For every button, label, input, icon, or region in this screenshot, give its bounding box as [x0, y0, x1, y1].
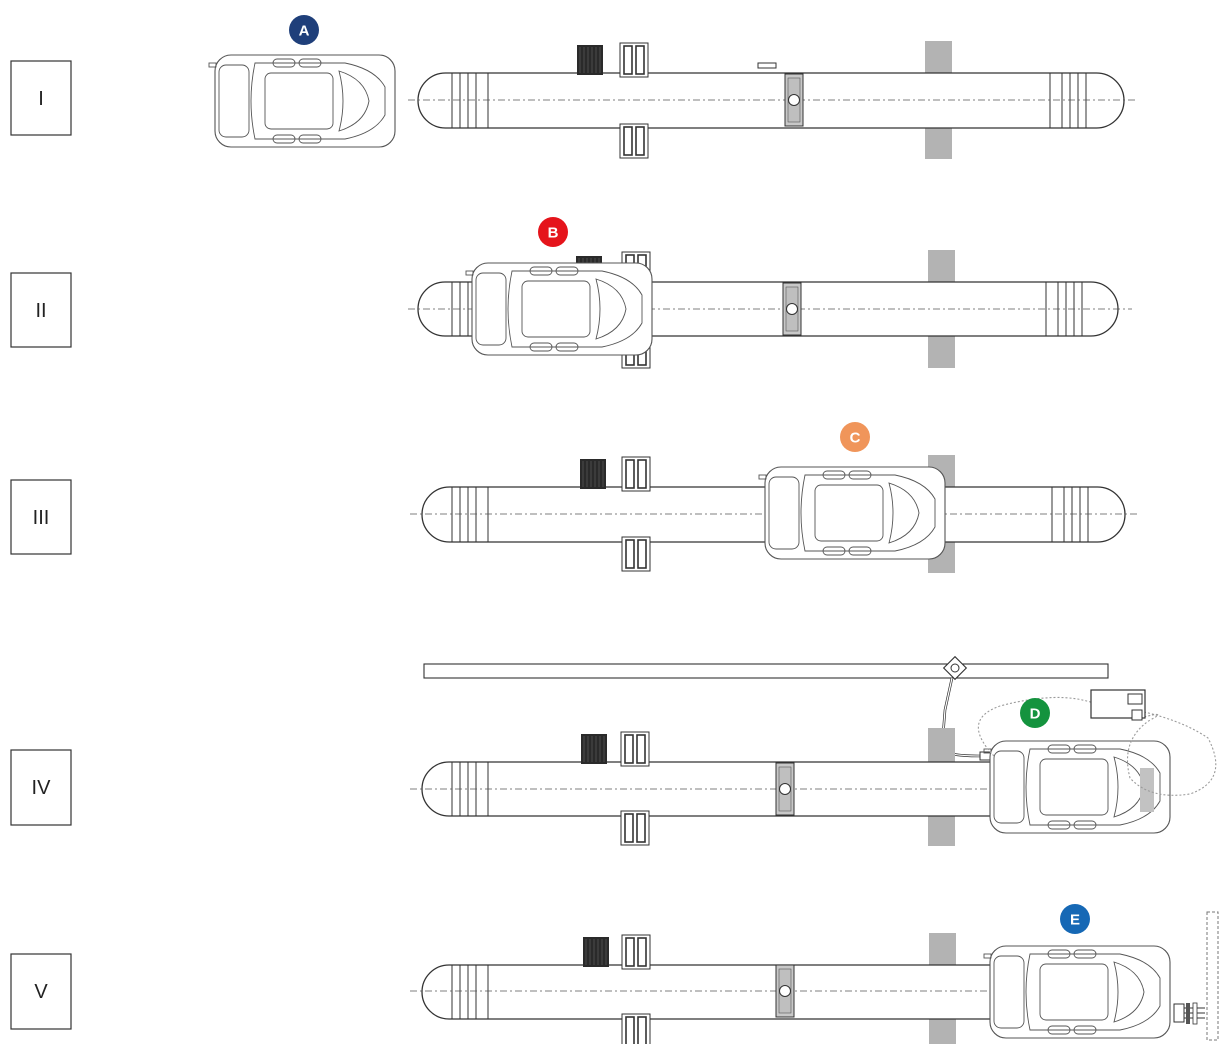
marker-a-badge: A [289, 15, 319, 45]
stage-5-label-box: V [10, 953, 72, 1030]
stage-3-rollers-bottom [621, 536, 651, 572]
stage-5-sensor [775, 964, 795, 1018]
stage-4-wash-pad [1140, 768, 1154, 812]
stage-2-scene [408, 250, 1132, 369]
marker-d-letter: D [1030, 706, 1041, 723]
stage-5-label: V [34, 981, 48, 1003]
stage-4-overhead-rail [423, 663, 1109, 679]
stage-5-rollers-bottom [621, 1013, 651, 1044]
stage-3-rollers-top [621, 456, 651, 492]
stage-2-label-box: II [10, 272, 72, 348]
stage-1-track [417, 72, 1125, 129]
stage-4-scene [410, 655, 1217, 846]
stage-5-car [983, 945, 1171, 1039]
stage-1-rollers-bottom [619, 123, 649, 159]
marker-b-circle [538, 217, 568, 247]
stage-5-exit-device [1173, 1002, 1205, 1025]
stage-3-label: III [33, 507, 50, 529]
stage-1-label: I [38, 88, 44, 110]
marker-e-letter: E [1070, 912, 1080, 929]
stage-3-brush [579, 458, 607, 490]
stage-4-sensor [775, 762, 795, 816]
marker-c-badge: C [840, 422, 870, 452]
stage-4-rollers-top [620, 731, 650, 767]
marker-d-circle [1020, 698, 1050, 728]
marker-d-badge: D [1020, 698, 1050, 728]
marker-a-circle [289, 15, 319, 45]
stage-2-car [465, 262, 653, 356]
stage-1-rollers-top [619, 42, 649, 78]
stage-4-label-box: IV [10, 749, 72, 826]
stage-3-label-box: III [10, 479, 72, 555]
stage-5-rollers-top [621, 934, 651, 970]
stage-4-rail-trolley [942, 655, 968, 681]
stage-1-scene [208, 41, 1136, 159]
stage-3-scene [410, 455, 1138, 573]
stage-2-label: II [35, 300, 46, 322]
stage-5-scene [410, 911, 1219, 1044]
marker-e-circle [1060, 904, 1090, 934]
stage-4-control-unit [1090, 689, 1146, 721]
stage-4-rollers-bottom [620, 810, 650, 846]
stage-1-brush [576, 44, 604, 76]
stage-3-car [758, 466, 946, 560]
marker-b-badge: B [538, 217, 568, 247]
marker-c-letter: C [850, 430, 861, 447]
stage-4-brush [580, 733, 608, 765]
stage-5-brush [582, 936, 610, 968]
marker-b-letter: B [548, 225, 559, 242]
stage-1-sensor [784, 73, 804, 127]
stage-2-sensor [782, 282, 802, 336]
stage-4-hose-loop [977, 696, 1217, 796]
stage-1-car [208, 54, 396, 148]
stage-5-exit-door [1206, 911, 1219, 1041]
stage-4-label: IV [32, 777, 52, 799]
marker-e-badge: E [1060, 904, 1090, 934]
marker-c-circle [840, 422, 870, 452]
marker-a-letter: A [299, 23, 310, 40]
stage-1-label-box: I [10, 60, 72, 136]
